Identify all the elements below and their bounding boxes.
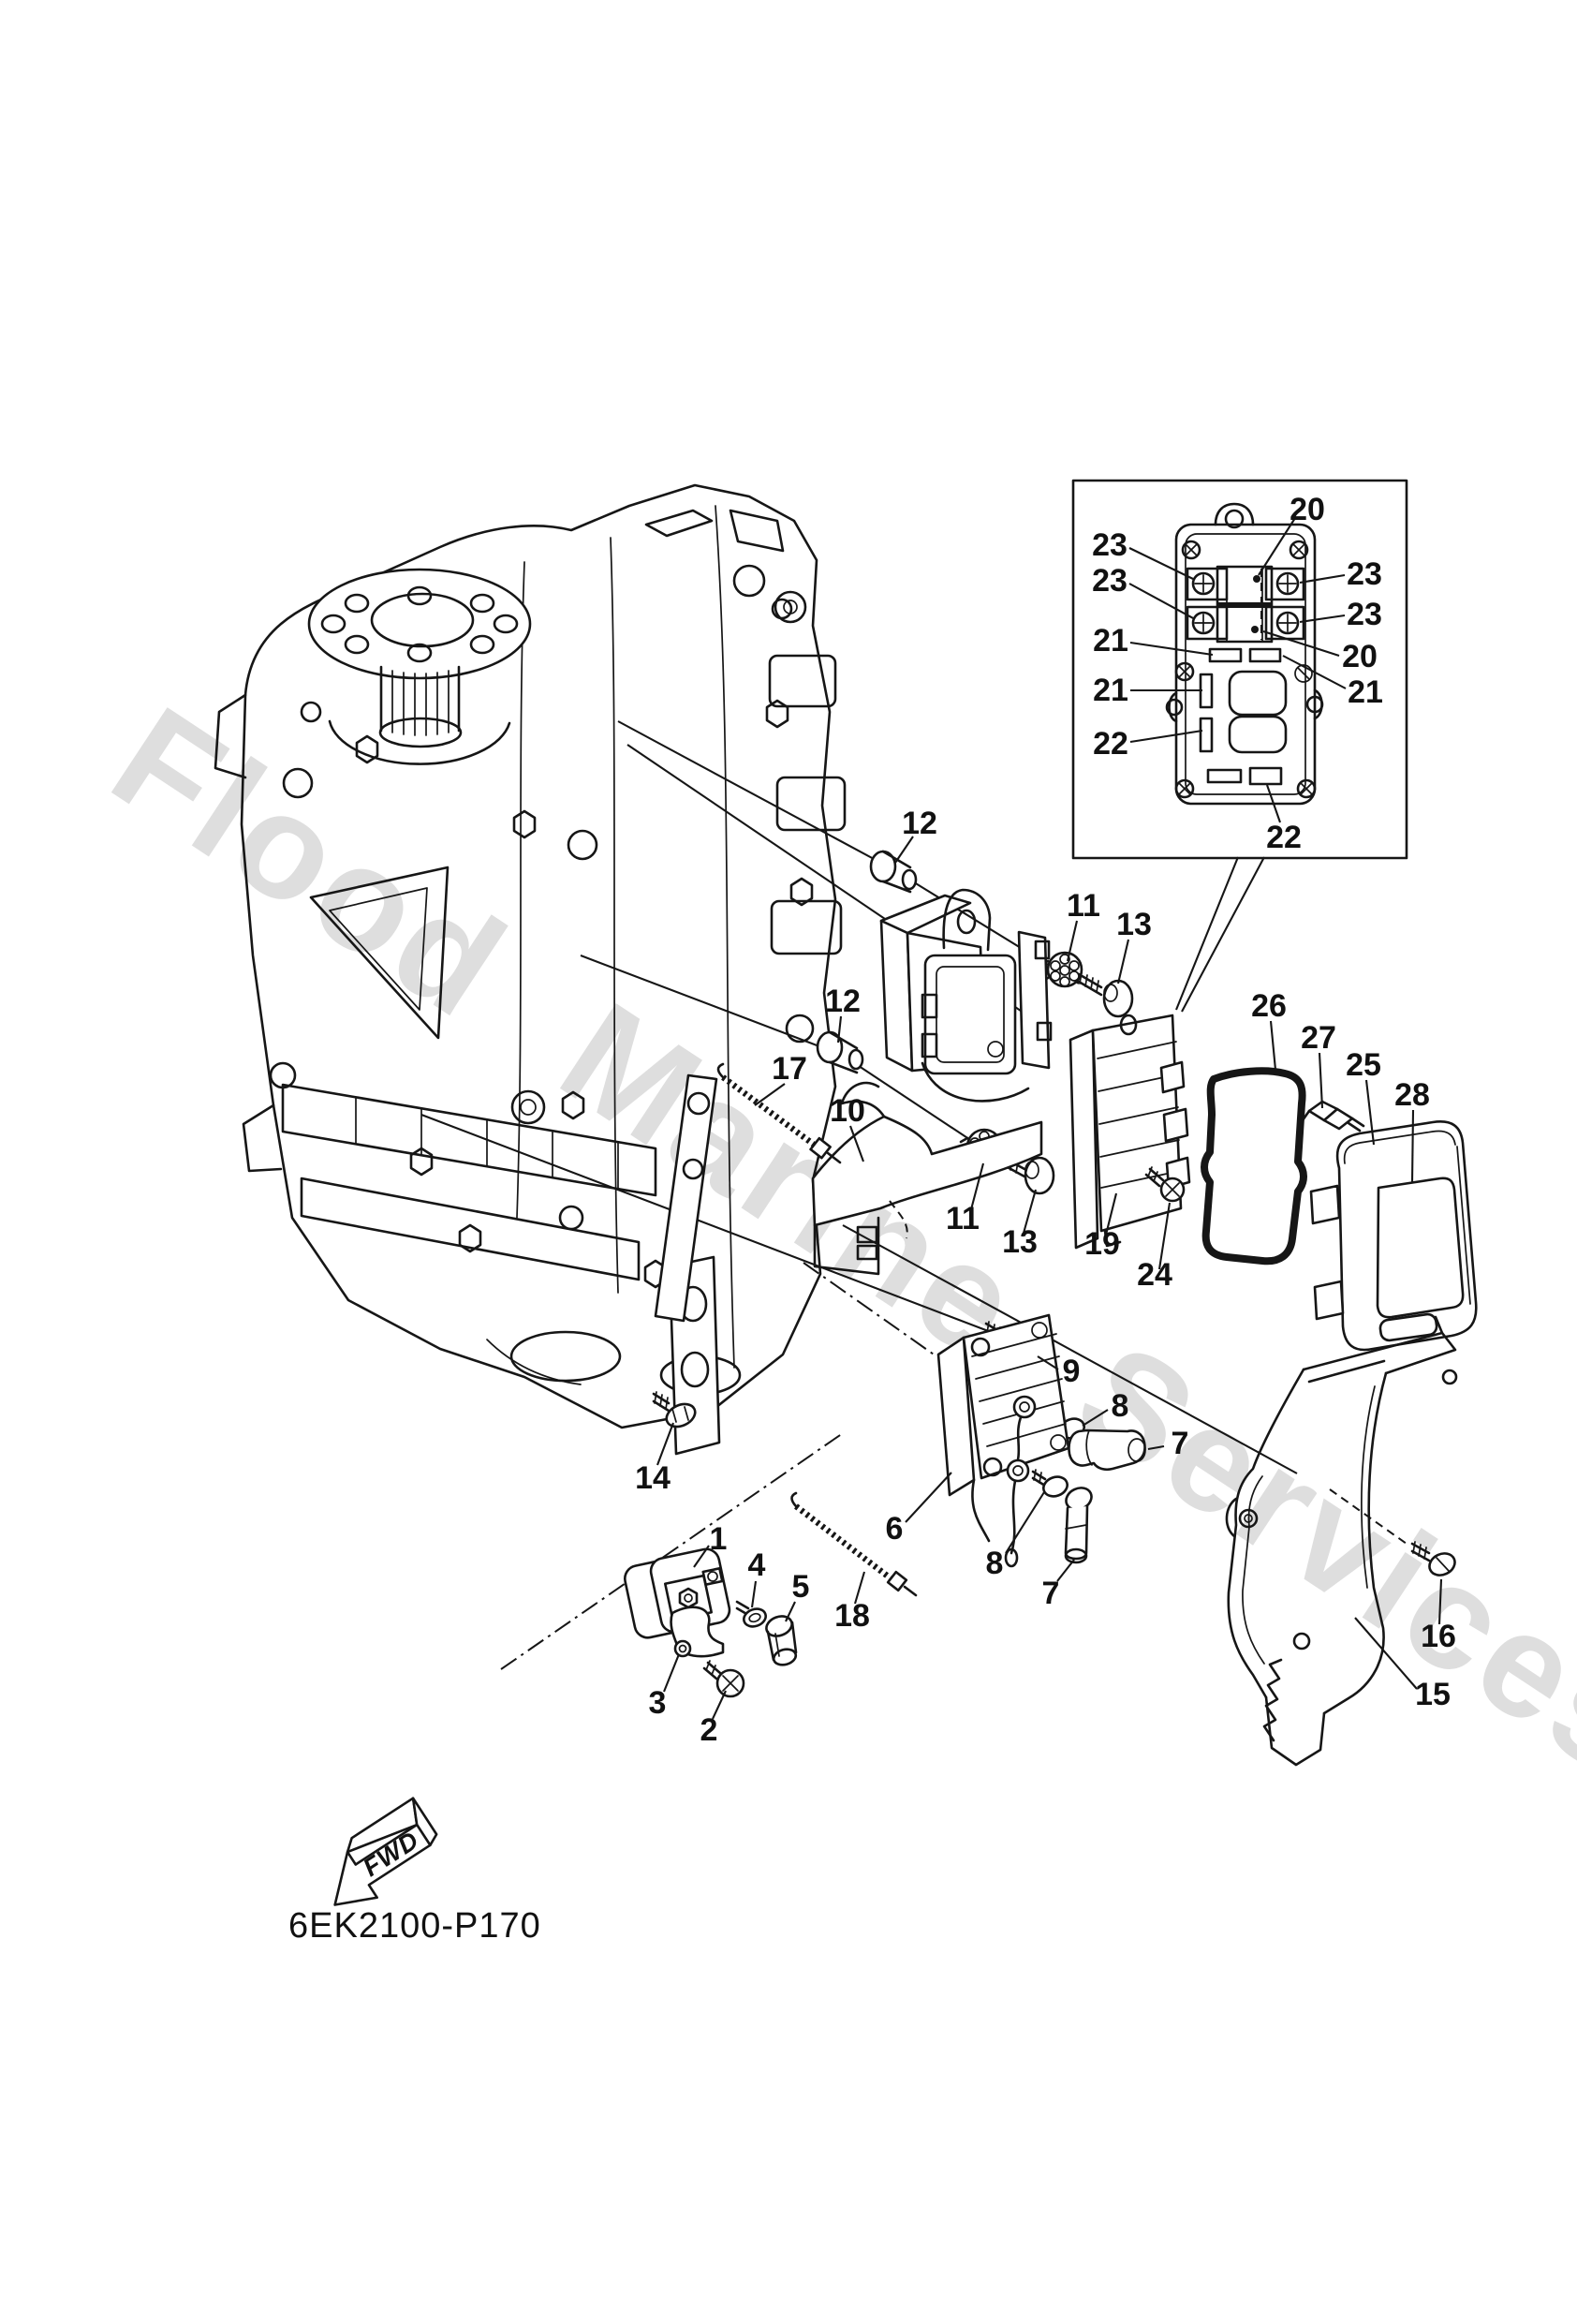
part-19-cdi-unit [1069,1014,1191,1250]
callout-label: 23 [1347,556,1382,592]
callout-label: 12 [902,806,937,841]
part-ecu-bracket-assembly [879,888,1053,1103]
inset-leader-lines [1128,517,1347,823]
callout-label: 23 [1347,597,1382,632]
callout-label: 5 [792,1569,810,1605]
callout-label: 15 [1415,1677,1451,1712]
callout-label: 11 [946,1201,980,1236]
part-14-bolt [652,1391,697,1428]
part-18-cable-tie [790,1491,918,1597]
callout-label: 18 [834,1598,870,1634]
part-12-collars [816,850,918,1074]
part-1-relay-group [624,1547,798,1698]
callout-label: 9 [1063,1354,1081,1389]
callout-label: 1 [710,1521,728,1557]
callout-label: 19 [1084,1226,1120,1262]
callout-label: 4 [748,1547,766,1583]
callout-labels: 12 11 13 12 17 10 11 13 19 24 26 27 25 2… [635,806,1456,1748]
inset-callout-labels: 20 23 23 23 23 21 20 21 21 22 22 [1092,492,1383,855]
callout-label: 6 [886,1511,904,1547]
part-25-cover [1309,1120,1478,1352]
inset-bracket-plate [1165,502,1324,806]
callout-label: 20 [1290,492,1325,527]
callout-label: 11 [1067,888,1100,924]
callout-label: 25 [1346,1047,1381,1083]
part-24-screw [1144,1166,1186,1203]
callout-label: 27 [1301,1020,1336,1056]
callout-label: 23 [1092,563,1127,599]
callout-label: 13 [1116,907,1152,942]
callout-label: 10 [830,1093,865,1129]
part-27-connector [1301,1100,1365,1132]
part-7-boots [1064,1428,1146,1564]
callout-label: 7 [1172,1426,1189,1461]
callout-label: 14 [635,1460,671,1496]
callout-label: 26 [1251,988,1287,1024]
drawing-code: 6EK2100-P170 [288,1906,541,1946]
part-16-screw [1410,1541,1456,1576]
engine-block-illustration [214,483,847,1429]
callout-label: 21 [1093,623,1128,659]
callout-label: 8 [1112,1388,1129,1424]
callout-label: 3 [649,1685,667,1721]
callout-label: 24 [1137,1257,1172,1293]
fwd-direction-arrow: FWD [333,1797,438,1906]
part-10-bracket [811,1081,1043,1276]
callout-label: 17 [772,1051,807,1087]
cover-label-area [1376,1177,1465,1319]
part-6-rectifier [936,1313,1070,1568]
callout-label: 13 [1002,1224,1038,1260]
fwd-arrow-front-face [333,1823,432,1906]
callout-label: 8 [986,1546,1004,1581]
callout-label: 7 [1042,1576,1060,1611]
callout-label: 21 [1093,673,1128,708]
callout-label: 20 [1342,639,1378,674]
callout-label: 2 [700,1712,718,1748]
part-26-gasket [1201,1067,1307,1266]
part-17-cable-tie [716,1062,842,1164]
callout-label: 21 [1348,674,1383,710]
callout-label: 23 [1092,527,1127,563]
callout-label: 22 [1266,820,1302,855]
part-15-bracket [1225,1315,1458,1767]
callout-label: 16 [1421,1619,1456,1654]
inset-detail-box [1071,479,1408,1013]
construction-lines [420,720,1298,1670]
callout-label: 22 [1093,726,1128,762]
callout-label: 28 [1394,1077,1430,1113]
callout-label: 12 [825,984,861,1019]
callout-leader-lines [656,836,1443,1720]
